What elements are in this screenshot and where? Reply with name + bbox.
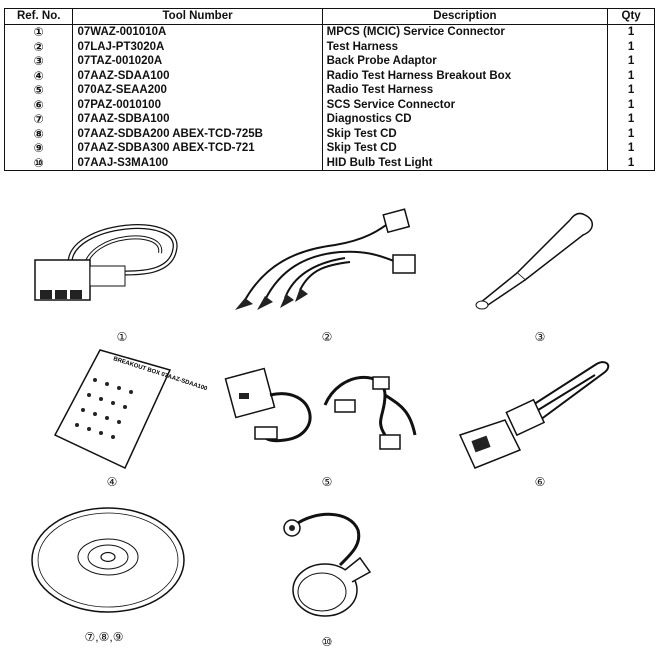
- cell-ref: ④: [3, 68, 74, 83]
- cell-tool: 07AAJ-S3MA100: [72, 155, 323, 171]
- cell-ref: ⑩: [3, 155, 74, 171]
- cell-ref: ⑨: [3, 141, 74, 156]
- cell-desc: Radio Test Harness Breakout Box: [321, 68, 609, 83]
- cell-ref: ①: [3, 24, 74, 40]
- cell-desc: Skip Test CD: [321, 141, 609, 156]
- figure-back-probe: [465, 205, 605, 315]
- table-header-row: Ref. No. Tool Number Description Qty: [3, 8, 655, 25]
- breakout-box-drawing: BREAKOUT BOX 07AAZ-SDAA100: [53, 349, 208, 470]
- cell-desc: Skip Test CD: [321, 126, 609, 141]
- connector-loop-drawing: [34, 224, 178, 301]
- figure-test-harness: [225, 208, 425, 315]
- figure-hid-test-light: [280, 510, 390, 620]
- cell-tool: 07AAZ-SDBA300 ABEX-TCD-721: [72, 141, 323, 156]
- cell-desc: Diagnostics CD: [321, 112, 609, 127]
- figure-caption-4: ④: [106, 475, 118, 489]
- figure-scs-connector: [455, 350, 615, 470]
- cell-qty: 1: [607, 97, 655, 112]
- cell-tool: 07AAZ-SDBA200 ABEX-TCD-725B: [72, 126, 323, 141]
- cell-ref: ⑦: [3, 112, 74, 127]
- test-harness-drawing: [235, 208, 416, 310]
- cell-qty: 1: [607, 83, 655, 98]
- cell-ref: ⑧: [3, 126, 74, 141]
- cell-qty: 1: [607, 54, 655, 69]
- cell-qty: 1: [607, 141, 655, 156]
- figure-mpcs-connector: [30, 218, 190, 318]
- cell-qty: 1: [607, 24, 655, 40]
- figure-caption-3: ③: [534, 330, 546, 344]
- cell-tool: 07PAZ-0010100: [72, 97, 323, 112]
- cell-ref: ③: [3, 54, 74, 69]
- figure-cd: [30, 505, 190, 615]
- header-description: Description: [321, 8, 609, 25]
- cell-desc: MPCS (MCIC) Service Connector: [321, 24, 609, 40]
- cd-drawing: [31, 507, 185, 613]
- cell-tool: 07LAJ-PT3020A: [72, 39, 323, 54]
- header-ref-no: Ref. No.: [3, 8, 74, 25]
- cell-qty: 1: [607, 155, 655, 171]
- cell-ref: ⑥: [3, 97, 74, 112]
- figure-caption-6: ⑥: [534, 475, 546, 489]
- cell-qty: 1: [607, 126, 655, 141]
- cell-qty: 1: [607, 68, 655, 83]
- cell-ref: ⑤: [3, 83, 74, 98]
- cell-desc: Test Harness: [321, 39, 609, 54]
- cell-desc: HID Bulb Test Light: [321, 155, 609, 171]
- hid-test-light-drawing: [283, 512, 372, 617]
- header-tool-number: Tool Number: [72, 8, 323, 25]
- cell-tool: 07WAZ-001010A: [72, 24, 323, 40]
- figure-breakout-box: BREAKOUT BOX 07AAZ-SDAA100: [53, 349, 208, 470]
- cell-tool: 07TAZ-001020A: [72, 54, 323, 69]
- cell-desc: SCS Service Connector: [321, 97, 609, 112]
- back-probe-drawing: [475, 212, 593, 310]
- figure-caption-10: ⑩: [321, 635, 333, 649]
- figure-caption-1: ①: [116, 330, 128, 344]
- cell-tool: 07AAZ-SDAA100: [72, 68, 323, 83]
- scs-connector-drawing: [458, 361, 610, 469]
- figure-caption-5: ⑤: [321, 475, 333, 489]
- figure-radio-harness: [224, 365, 435, 465]
- cell-desc: Back Probe Adaptor: [321, 54, 609, 69]
- cell-ref: ②: [3, 39, 74, 54]
- cell-tool: 070AZ-SEAA200: [72, 83, 323, 98]
- header-qty: Qty: [607, 8, 655, 25]
- cell-qty: 1: [607, 39, 655, 54]
- cell-qty: 1: [607, 112, 655, 127]
- cell-desc: Radio Test Harness: [321, 83, 609, 98]
- radio-harness-drawing: [224, 367, 417, 450]
- figure-caption-789: ⑦,⑧,⑨: [84, 630, 124, 644]
- cell-tool: 07AAZ-SDBA100: [72, 112, 323, 127]
- figure-caption-2: ②: [321, 330, 333, 344]
